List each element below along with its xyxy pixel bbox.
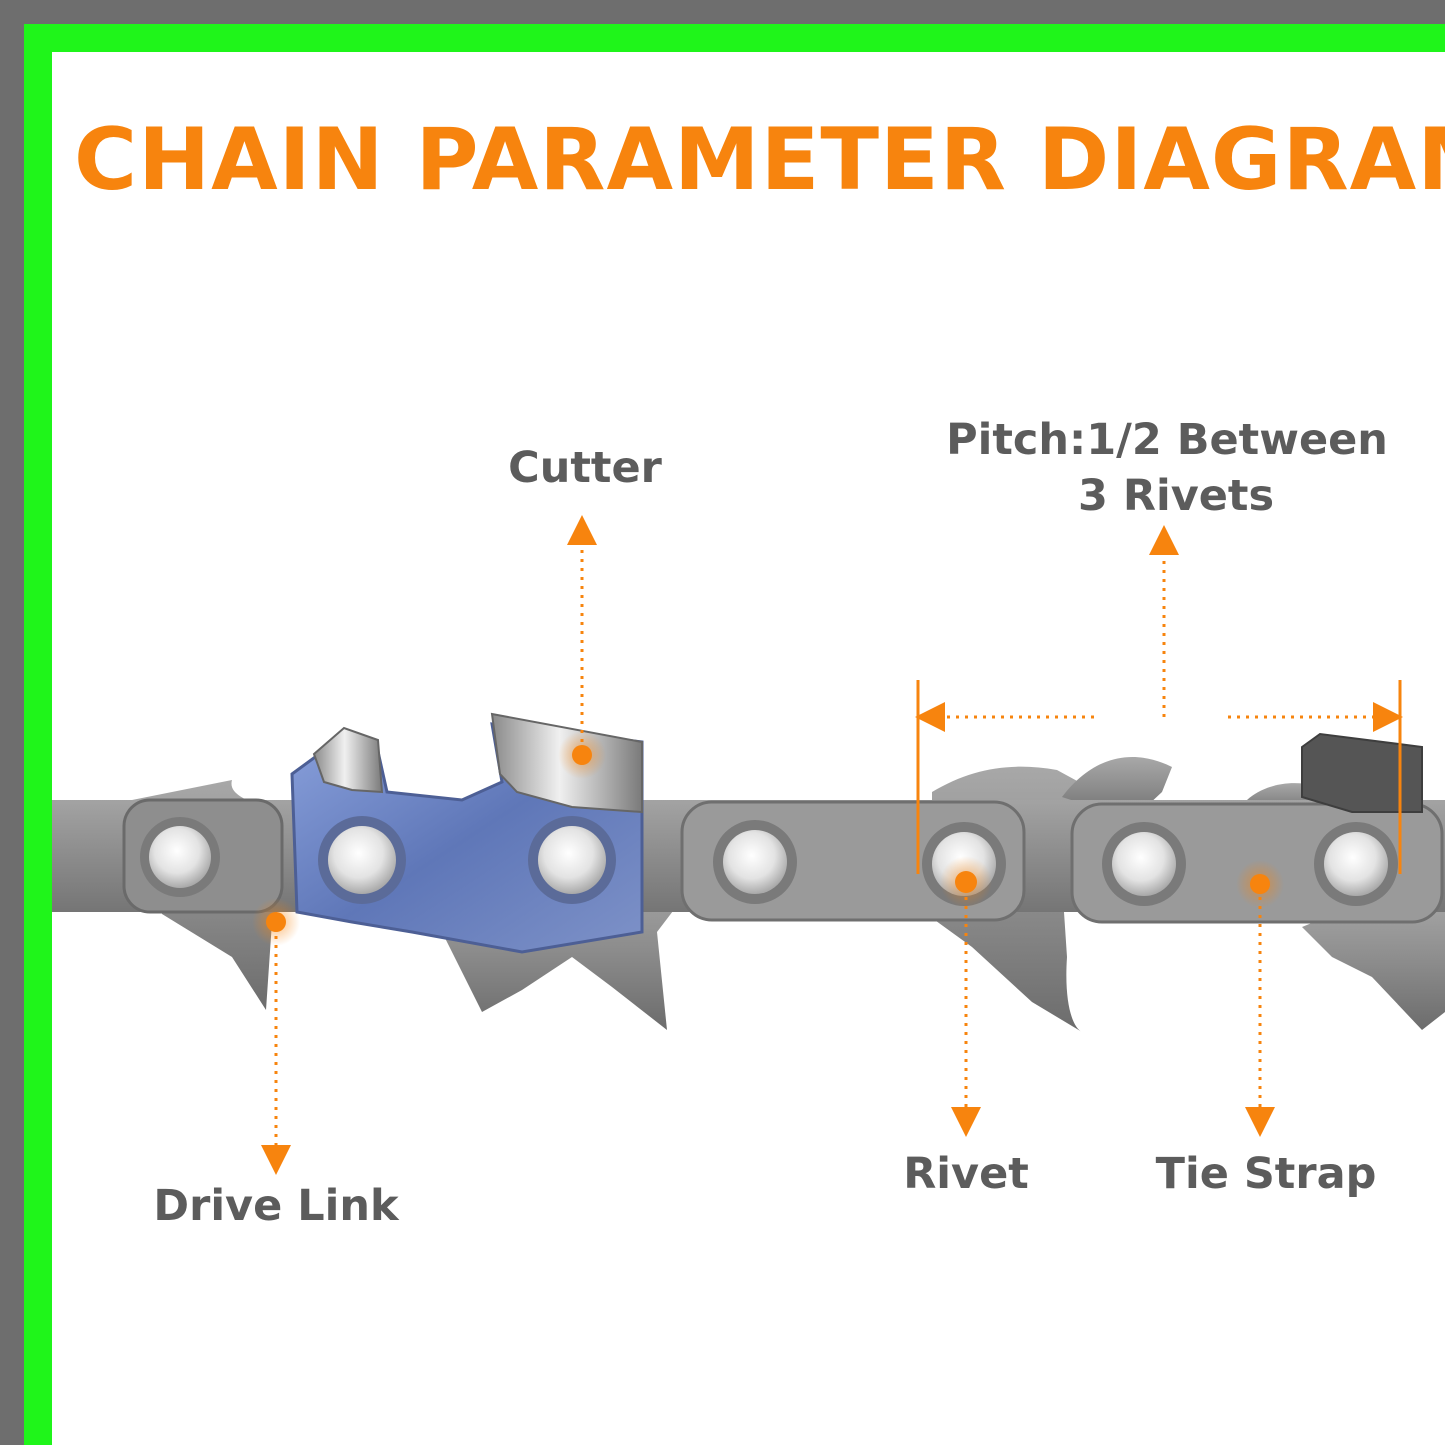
- pitch-dimension: [915, 680, 1403, 874]
- callout-lines: [261, 515, 1275, 1175]
- label-drive-link: Drive Link: [153, 1181, 399, 1231]
- drive-link-fin: [1302, 894, 1445, 1030]
- diagram-canvas: CHAIN PARAMETER DIAGRAM: [52, 52, 1445, 1445]
- depth-gauge: [312, 726, 384, 794]
- rivet: [723, 830, 787, 894]
- rivet: [538, 826, 606, 894]
- cutter-marker: [572, 745, 592, 765]
- label-cutter: Cutter: [508, 443, 662, 493]
- rivet: [1112, 832, 1176, 896]
- rivet: [149, 826, 211, 888]
- tie-strap-marker: [1250, 874, 1270, 894]
- cutter-right: [1301, 732, 1423, 813]
- rivet: [1324, 832, 1388, 896]
- chain-illustration: [52, 515, 1445, 1175]
- callout-markers: [252, 731, 1284, 946]
- rivet: [328, 826, 396, 894]
- rivet-marker: [955, 871, 977, 893]
- label-pitch-line2: 3 Rivets: [1077, 471, 1275, 521]
- drive-link-marker: [266, 912, 286, 932]
- page-title: CHAIN PARAMETER DIAGRAM: [74, 110, 1445, 210]
- label-pitch-line1: Pitch:1/2 Between: [946, 415, 1388, 465]
- label-rivet: Rivet: [903, 1149, 1029, 1199]
- label-tie-strap: Tie Strap: [1155, 1149, 1377, 1199]
